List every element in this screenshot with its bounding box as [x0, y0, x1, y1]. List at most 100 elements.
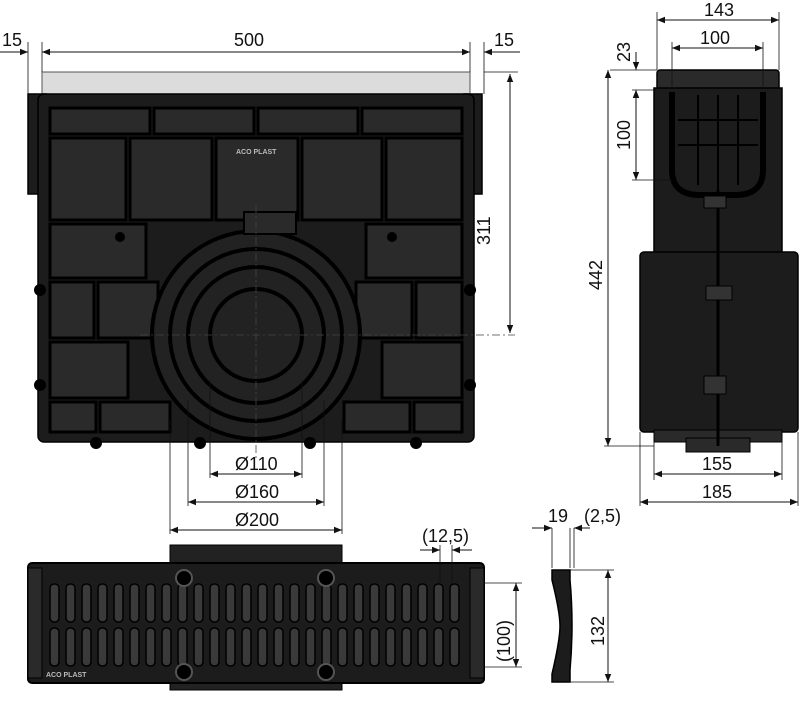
grate-slot — [337, 627, 348, 667]
front-top-frame — [41, 71, 471, 95]
grate-slot — [97, 583, 108, 623]
grate-slot — [129, 583, 140, 623]
grate-slot — [113, 583, 124, 623]
grate-slot — [401, 627, 412, 667]
grate-slot — [305, 583, 316, 623]
grate-slot — [193, 583, 204, 623]
side-view: 143 100 23 100 442 155 185 — [586, 0, 799, 506]
grate-top-view: ACO PLAST (12,5) (100) — [27, 526, 522, 691]
grate-slot — [369, 627, 380, 667]
dim-442: 442 — [586, 260, 606, 290]
dim-155: 155 — [702, 454, 732, 474]
grate-slot — [81, 583, 92, 623]
grate-slot — [449, 627, 460, 667]
foot — [90, 437, 102, 449]
grate-slot — [433, 627, 444, 667]
grate-slot — [337, 583, 348, 623]
side-basket-grid — [678, 95, 758, 190]
grate-section: 19 (2,5) 132 — [532, 506, 621, 683]
dim-width-500: 500 — [234, 30, 264, 50]
grate-frame — [27, 562, 485, 684]
dim-side-100: 100 — [614, 120, 634, 150]
front-top-tab — [243, 211, 297, 235]
grate-slot — [225, 627, 236, 667]
grate-slot — [321, 627, 332, 667]
grate-slot — [65, 583, 76, 623]
grate-slot — [97, 627, 108, 667]
grate-slot — [385, 627, 396, 667]
grate-slot — [273, 627, 284, 667]
grate-bolt — [317, 663, 335, 681]
grate-slot — [401, 583, 412, 623]
grate-slot — [433, 583, 444, 623]
grate-slot — [193, 627, 204, 667]
dim-height-311: 311 — [474, 216, 494, 245]
dim-side-100-top: 100 — [700, 28, 730, 48]
dim-23: 23 — [614, 42, 634, 62]
front-brick-pattern — [48, 106, 464, 434]
grate-slot — [177, 627, 188, 667]
foot — [304, 437, 316, 449]
grate-slot — [321, 583, 332, 623]
grate-slot — [145, 583, 156, 623]
grate-slot — [369, 583, 380, 623]
dim-19: 19 — [548, 506, 568, 526]
dim-132: 132 — [588, 616, 608, 646]
side-lip — [656, 69, 780, 91]
grate-slot — [353, 627, 364, 667]
knob — [34, 379, 46, 391]
grate-slot — [49, 627, 60, 667]
grate-profile — [551, 569, 573, 683]
grate-slot — [289, 627, 300, 667]
grate-slot — [417, 627, 428, 667]
grate-slot — [449, 583, 460, 623]
grate-bolt — [175, 569, 193, 587]
grate-slot — [81, 627, 92, 667]
dim-left-offset: 15 — [2, 30, 22, 50]
dim-d200: Ø200 — [235, 510, 279, 530]
front-view: ACO PLAST 15 500 15 311 Ø110 Ø160 Ø200 — [0, 30, 520, 534]
front-screw-left — [115, 232, 125, 242]
grate-bolt — [317, 569, 335, 587]
grate-slot — [225, 583, 236, 623]
grate-slot — [273, 583, 284, 623]
grate-slot — [145, 627, 156, 667]
grate-slot — [305, 627, 316, 667]
clip — [703, 195, 727, 209]
grate-right-end — [469, 567, 485, 679]
dim-12-5: (12,5) — [422, 526, 469, 546]
grate-slot — [257, 627, 268, 667]
grate-slot — [49, 583, 60, 623]
foot — [410, 437, 422, 449]
front-screw-right — [387, 232, 397, 242]
grate-left-end — [27, 567, 43, 679]
grate-slot — [209, 583, 220, 623]
grate-slot — [257, 583, 268, 623]
knob — [464, 379, 476, 391]
dim-right-offset: 15 — [494, 30, 514, 50]
grate-slot — [65, 627, 76, 667]
dim-143: 143 — [704, 0, 734, 20]
clip — [703, 375, 727, 395]
dim-grate-100: (100) — [494, 620, 514, 662]
grate-slot — [161, 583, 172, 623]
knob — [34, 284, 46, 296]
clip — [705, 285, 733, 301]
dim-d110: Ø110 — [235, 454, 278, 474]
knob — [464, 284, 476, 296]
grate-slot — [417, 583, 428, 623]
dim-2-5: (2,5) — [584, 506, 621, 526]
grate-slot — [241, 583, 252, 623]
grate-slot — [129, 627, 140, 667]
grate-slot — [289, 583, 300, 623]
foot — [194, 437, 206, 449]
grate-slot — [209, 627, 220, 667]
front-logo: ACO PLAST — [236, 149, 277, 156]
grate-bolt — [175, 663, 193, 681]
grate-slot — [385, 583, 396, 623]
dim-d160: Ø160 — [235, 482, 279, 502]
grate-slot — [353, 583, 364, 623]
grate-logo: ACO PLAST — [46, 672, 87, 679]
grate-slot — [113, 627, 124, 667]
